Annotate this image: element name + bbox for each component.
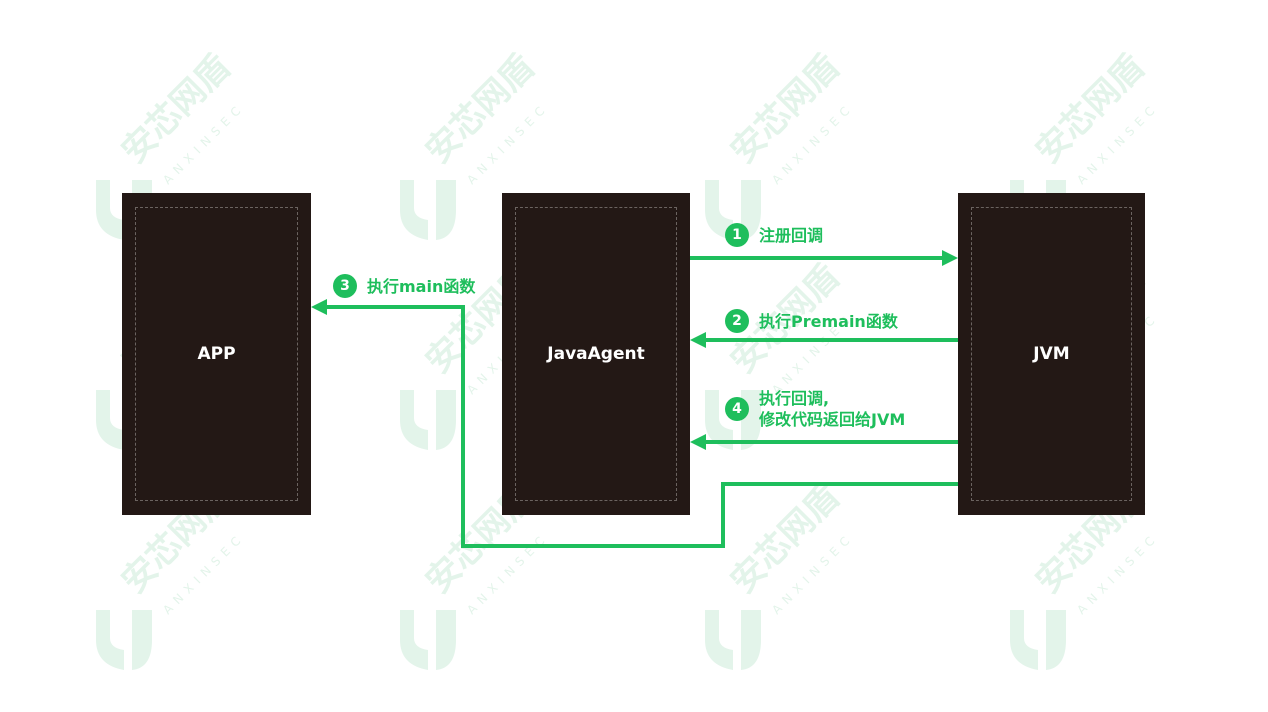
- step-4-text-line-1: 执行回调,: [759, 389, 830, 408]
- watermark-logo-icon: [400, 390, 456, 450]
- watermark-logo-icon: [400, 180, 456, 240]
- app-box: APP: [122, 193, 311, 515]
- step-3-badge: 3: [333, 274, 357, 298]
- watermark-logo-icon: [705, 610, 761, 670]
- step-2-label: 2 执行Premain函数: [725, 309, 898, 333]
- watermark-logo-icon: [1010, 610, 1066, 670]
- step-1-badge: 1: [725, 223, 749, 247]
- app-label: APP: [197, 344, 236, 364]
- step-4-label: 4 执行回调, 修改代码返回给JVM: [725, 388, 905, 430]
- step-2-text: 执行Premain函数: [759, 311, 898, 331]
- javaagent-box-dashed-border: [515, 207, 677, 501]
- javaagent-box: JavaAgent: [502, 193, 690, 515]
- arrow-execute-main: [324, 305, 958, 548]
- arrowhead-register-callback: [942, 250, 958, 266]
- watermark-logo-icon: [96, 610, 152, 670]
- arrowhead-execute-main: [311, 299, 327, 315]
- javaagent-label: JavaAgent: [547, 344, 645, 364]
- step-1-label: 1 注册回调: [725, 223, 823, 247]
- step-1-text: 注册回调: [759, 225, 824, 245]
- jvm-label: JVM: [1033, 344, 1070, 364]
- watermark-logo-icon: [705, 180, 761, 240]
- arrowhead-execute-premain: [690, 332, 706, 348]
- app-box-dashed-border: [135, 207, 298, 501]
- arrowhead-execute-callback: [690, 434, 706, 450]
- step-2-badge: 2: [725, 309, 749, 333]
- step-4-badge: 4: [725, 397, 749, 421]
- step-3-text: 执行main函数: [367, 276, 476, 296]
- step-3-label: 3 执行main函数: [333, 274, 475, 298]
- jvm-box: JVM: [958, 193, 1145, 515]
- jvm-box-dashed-border: [971, 207, 1132, 501]
- step-4-text-line-2: 修改代码返回给JVM: [759, 410, 906, 429]
- watermark-logo-icon: [400, 610, 456, 670]
